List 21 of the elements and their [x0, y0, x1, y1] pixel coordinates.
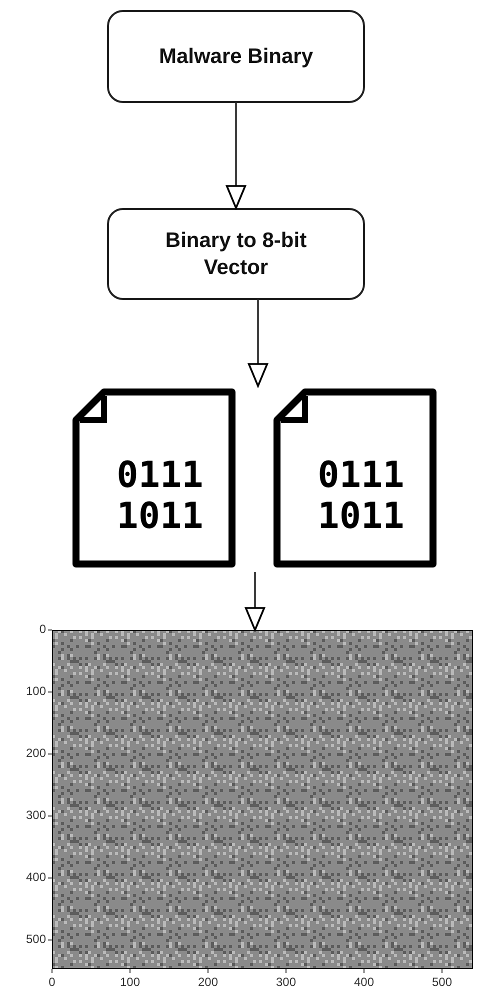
tick-label: 0	[48, 975, 56, 989]
tick-label: 100	[26, 684, 46, 698]
tick-label: 500	[26, 932, 46, 946]
box-label: Binary to 8-bit Vector	[164, 228, 308, 281]
tick-label: 200	[26, 746, 46, 760]
tick-label: 200	[198, 975, 218, 989]
arrow	[248, 300, 268, 387]
arrow	[244, 572, 266, 631]
process-box	[107, 208, 365, 300]
tick-label: 400	[26, 870, 46, 884]
tick-label: 100	[120, 975, 140, 989]
binary-digits: 0111 1011	[316, 454, 406, 538]
tick-label: 0	[39, 622, 46, 636]
tick-label: 300	[276, 975, 296, 989]
binary-digits: 0111 1011	[116, 454, 204, 538]
arrow	[226, 103, 246, 209]
tick-label: 500	[432, 975, 452, 989]
tick-label: 400	[354, 975, 374, 989]
box-label: Malware Binary	[158, 44, 314, 70]
tick-label: 300	[26, 808, 46, 822]
process-box	[107, 10, 365, 103]
